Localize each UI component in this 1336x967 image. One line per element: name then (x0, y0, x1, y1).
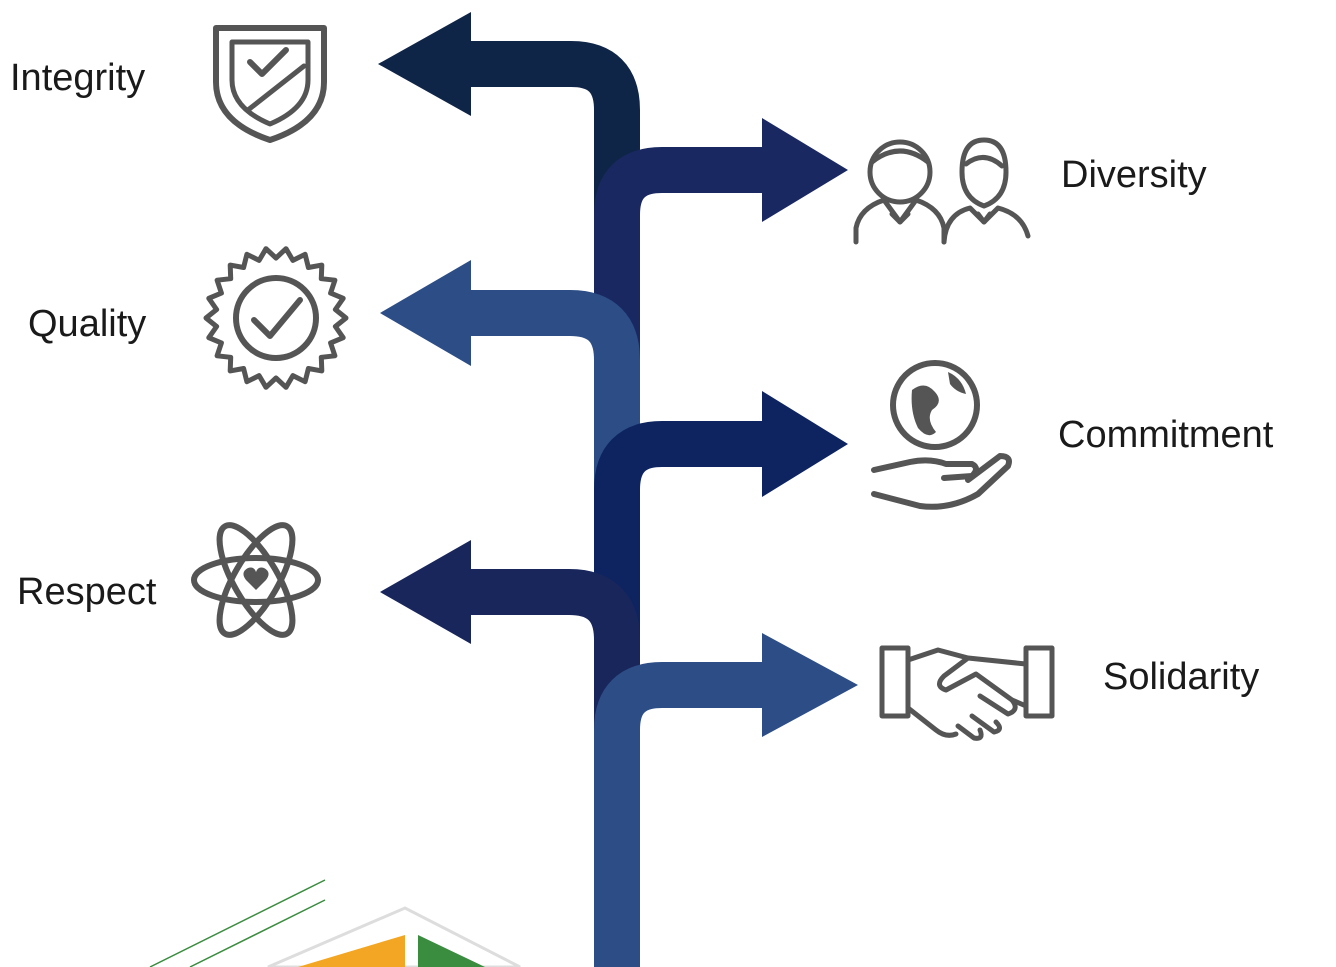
logo-orange-segment (298, 935, 405, 967)
arrow-quality (380, 260, 640, 600)
quality-badge-icon (203, 246, 349, 390)
label-commitment: Commitment (1058, 414, 1274, 456)
arrow-commitment (594, 391, 848, 700)
arrow-respect (380, 540, 640, 745)
globe-in-hand-icon (871, 360, 1012, 510)
logo-green-segment (418, 935, 485, 967)
handshake-icon (879, 645, 1055, 741)
label-quality: Quality (28, 303, 147, 345)
atom-heart-icon (191, 522, 321, 638)
shield-check-icon (213, 25, 327, 143)
accent-line (149, 879, 326, 967)
arrow-integrity (378, 12, 640, 470)
label-respect: Respect (17, 571, 157, 613)
accent-line (189, 899, 326, 967)
label-integrity: Integrity (10, 57, 146, 99)
label-diversity: Diversity (1061, 154, 1207, 196)
arrow-solidarity (594, 633, 858, 967)
logo-mark (149, 879, 521, 967)
label-solidarity: Solidarity (1103, 656, 1260, 698)
arrow-diversity (594, 118, 848, 350)
logo-frame (267, 906, 521, 967)
man-woman-icon (853, 137, 1031, 245)
